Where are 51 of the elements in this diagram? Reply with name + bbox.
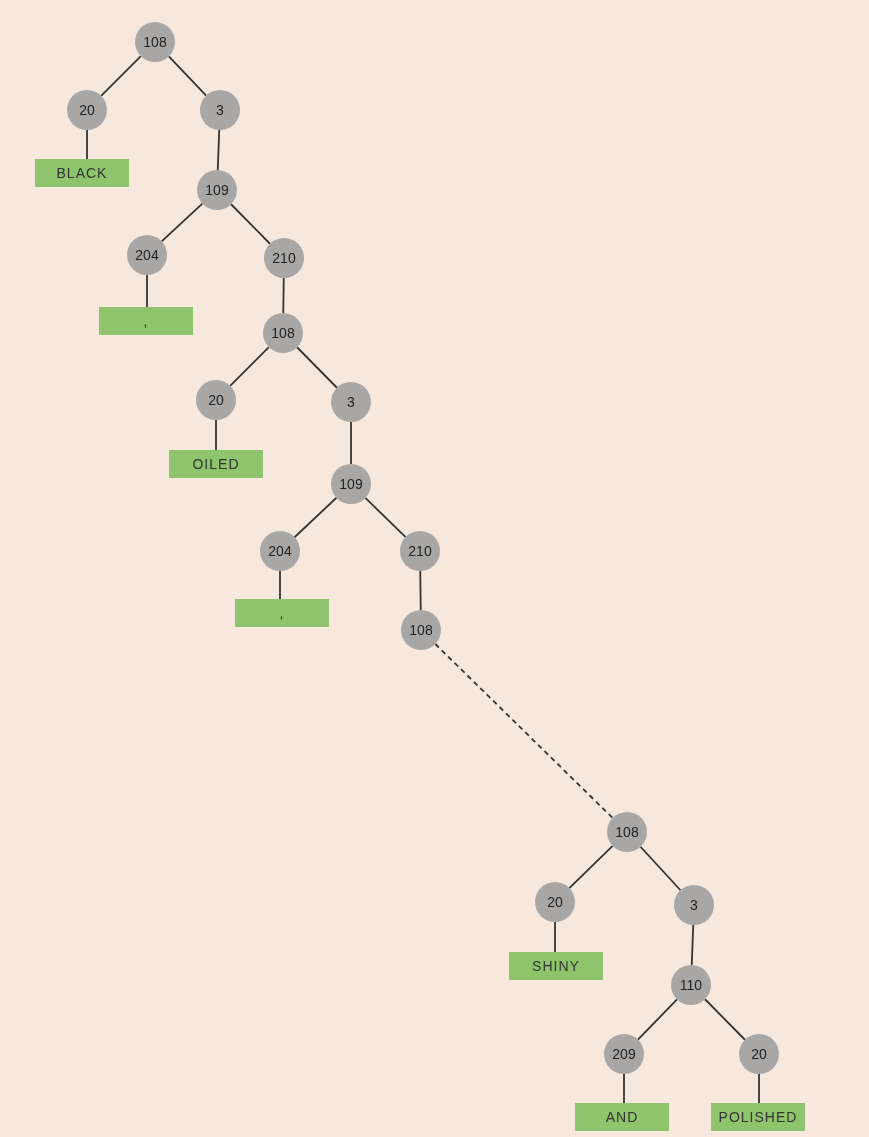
connector-line — [623, 1073, 625, 1104]
tree-node-circle: 209 — [604, 1034, 644, 1074]
tree-node-circle: 109 — [331, 464, 371, 504]
tree-node-circle: 20 — [67, 90, 107, 130]
connector-line — [86, 129, 88, 160]
word-leaf-box: SHINY — [509, 952, 603, 980]
connector-line — [160, 202, 204, 243]
connector-line — [568, 845, 614, 889]
word-leaf-box: BLACK — [35, 159, 129, 187]
tree-node-circle: 108 — [401, 610, 441, 650]
connector-line — [690, 924, 695, 966]
connector-line — [167, 55, 208, 97]
connector-line — [704, 998, 746, 1041]
tree-node-circle: 20 — [196, 380, 236, 420]
connector-line — [215, 419, 217, 451]
tree-node-circle: 108 — [263, 313, 303, 353]
connector-line — [293, 496, 338, 539]
connector-line — [637, 998, 678, 1041]
connector-line — [229, 346, 270, 387]
tree-node-circle: 108 — [135, 22, 175, 62]
tree-node-circle: 109 — [197, 170, 237, 210]
connector-line — [758, 1073, 760, 1104]
connector-line — [230, 203, 271, 245]
connector-line — [282, 277, 285, 314]
tree-node-circle: 108 — [607, 812, 647, 852]
connector-line — [146, 274, 148, 308]
connector-line — [639, 845, 682, 892]
connector-line — [279, 570, 281, 600]
word-leaf-box: OILED — [169, 450, 263, 478]
tree-node-circle: 204 — [127, 235, 167, 275]
connector-line — [364, 497, 407, 538]
connector-line — [100, 55, 142, 97]
word-leaf-box: , — [99, 307, 193, 335]
word-leaf-box: , — [235, 599, 329, 627]
tree-node-circle: 3 — [331, 382, 371, 422]
tree-node-circle: 210 — [400, 531, 440, 571]
tree-node-circle: 3 — [200, 90, 240, 130]
tree-node-circle: 3 — [674, 885, 714, 925]
connector-line — [350, 421, 352, 465]
connector-line — [216, 129, 221, 171]
dashed-connector — [434, 643, 614, 819]
connector-line — [419, 570, 422, 611]
tree-node-circle: 210 — [264, 238, 304, 278]
tree-node-circle: 110 — [671, 965, 711, 1005]
word-leaf-box: AND — [575, 1103, 669, 1131]
tree-node-circle: 20 — [739, 1034, 779, 1074]
word-leaf-box: POLISHED — [711, 1103, 805, 1131]
connector-line — [554, 921, 556, 953]
tree-node-circle: 20 — [535, 882, 575, 922]
tree-node-circle: 204 — [260, 531, 300, 571]
connector-line — [296, 346, 338, 389]
